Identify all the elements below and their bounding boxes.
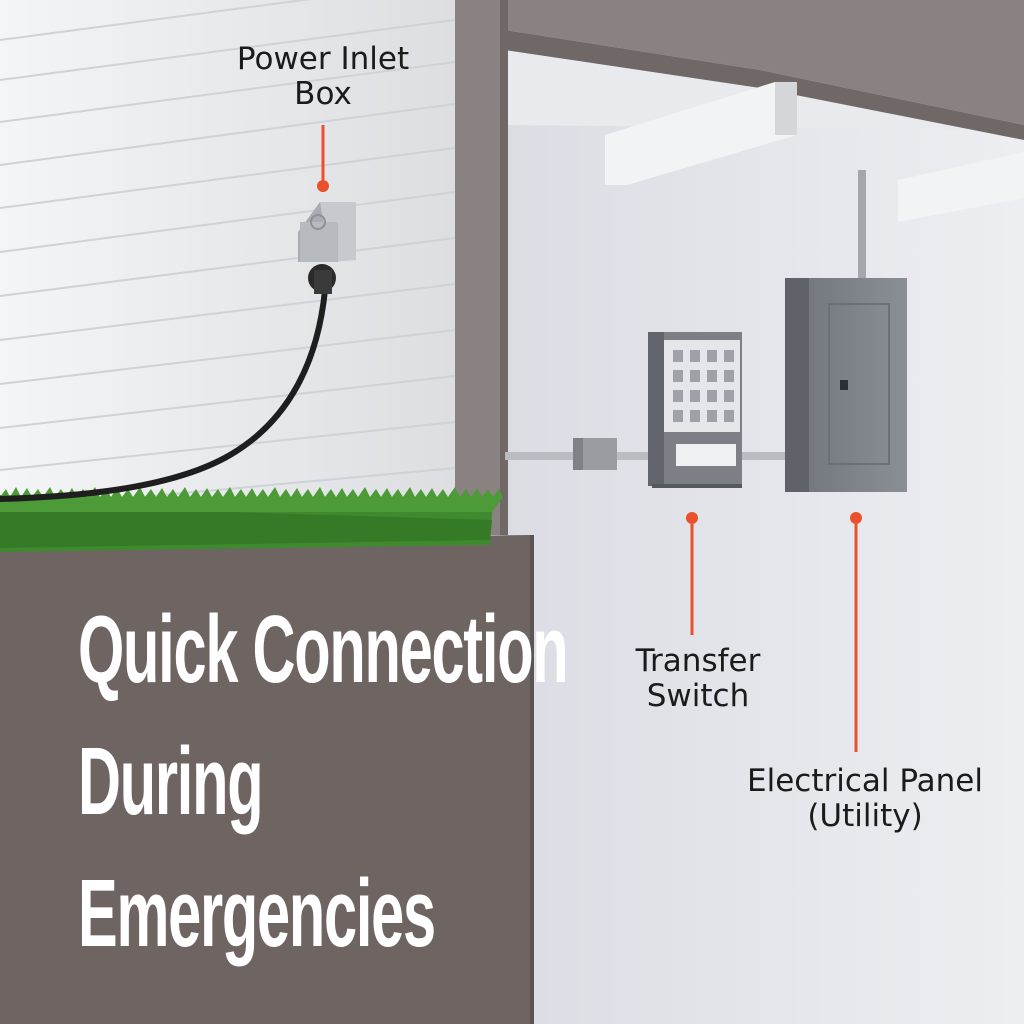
callout-pin-electrical-panel <box>850 512 862 752</box>
wall-frame <box>455 0 507 535</box>
label-transfer-switch: Transfer Switch <box>598 644 798 714</box>
label-line: Electrical Panel <box>747 763 983 799</box>
label-line: (Utility) <box>807 798 923 834</box>
label-line: Power Inlet <box>236 41 410 77</box>
callout-pin-power-inlet <box>317 125 329 192</box>
ceiling-joist <box>605 82 797 185</box>
transfer-switch-device <box>648 332 742 488</box>
label-power-inlet-box: Power Inlet Box <box>200 42 446 112</box>
power-cord <box>0 289 328 502</box>
label-line: Transfer <box>635 643 761 679</box>
headline-line: During <box>78 728 264 835</box>
headline-line: Quick Connection <box>78 596 569 703</box>
callout-pin-transfer-switch <box>686 512 698 635</box>
interior-wall <box>505 0 1024 1024</box>
grass-strip <box>0 487 503 552</box>
junction-box <box>573 438 617 470</box>
electrical-panel-device <box>785 278 907 492</box>
foundation <box>0 535 530 1024</box>
label-line: Box <box>294 76 352 112</box>
conduit <box>505 170 866 460</box>
siding-lines <box>0 0 456 511</box>
exterior-siding <box>0 0 455 505</box>
headline-line: Emergencies <box>78 860 436 967</box>
label-line: Switch <box>646 678 750 714</box>
power-inlet-box-device <box>298 202 356 294</box>
headline: Quick Connection During Emergencies <box>78 584 569 980</box>
ceiling-joist <box>898 152 1024 222</box>
ceiling-header-beam <box>505 0 1024 125</box>
label-electrical-panel: Electrical Panel (Utility) <box>720 764 1010 834</box>
